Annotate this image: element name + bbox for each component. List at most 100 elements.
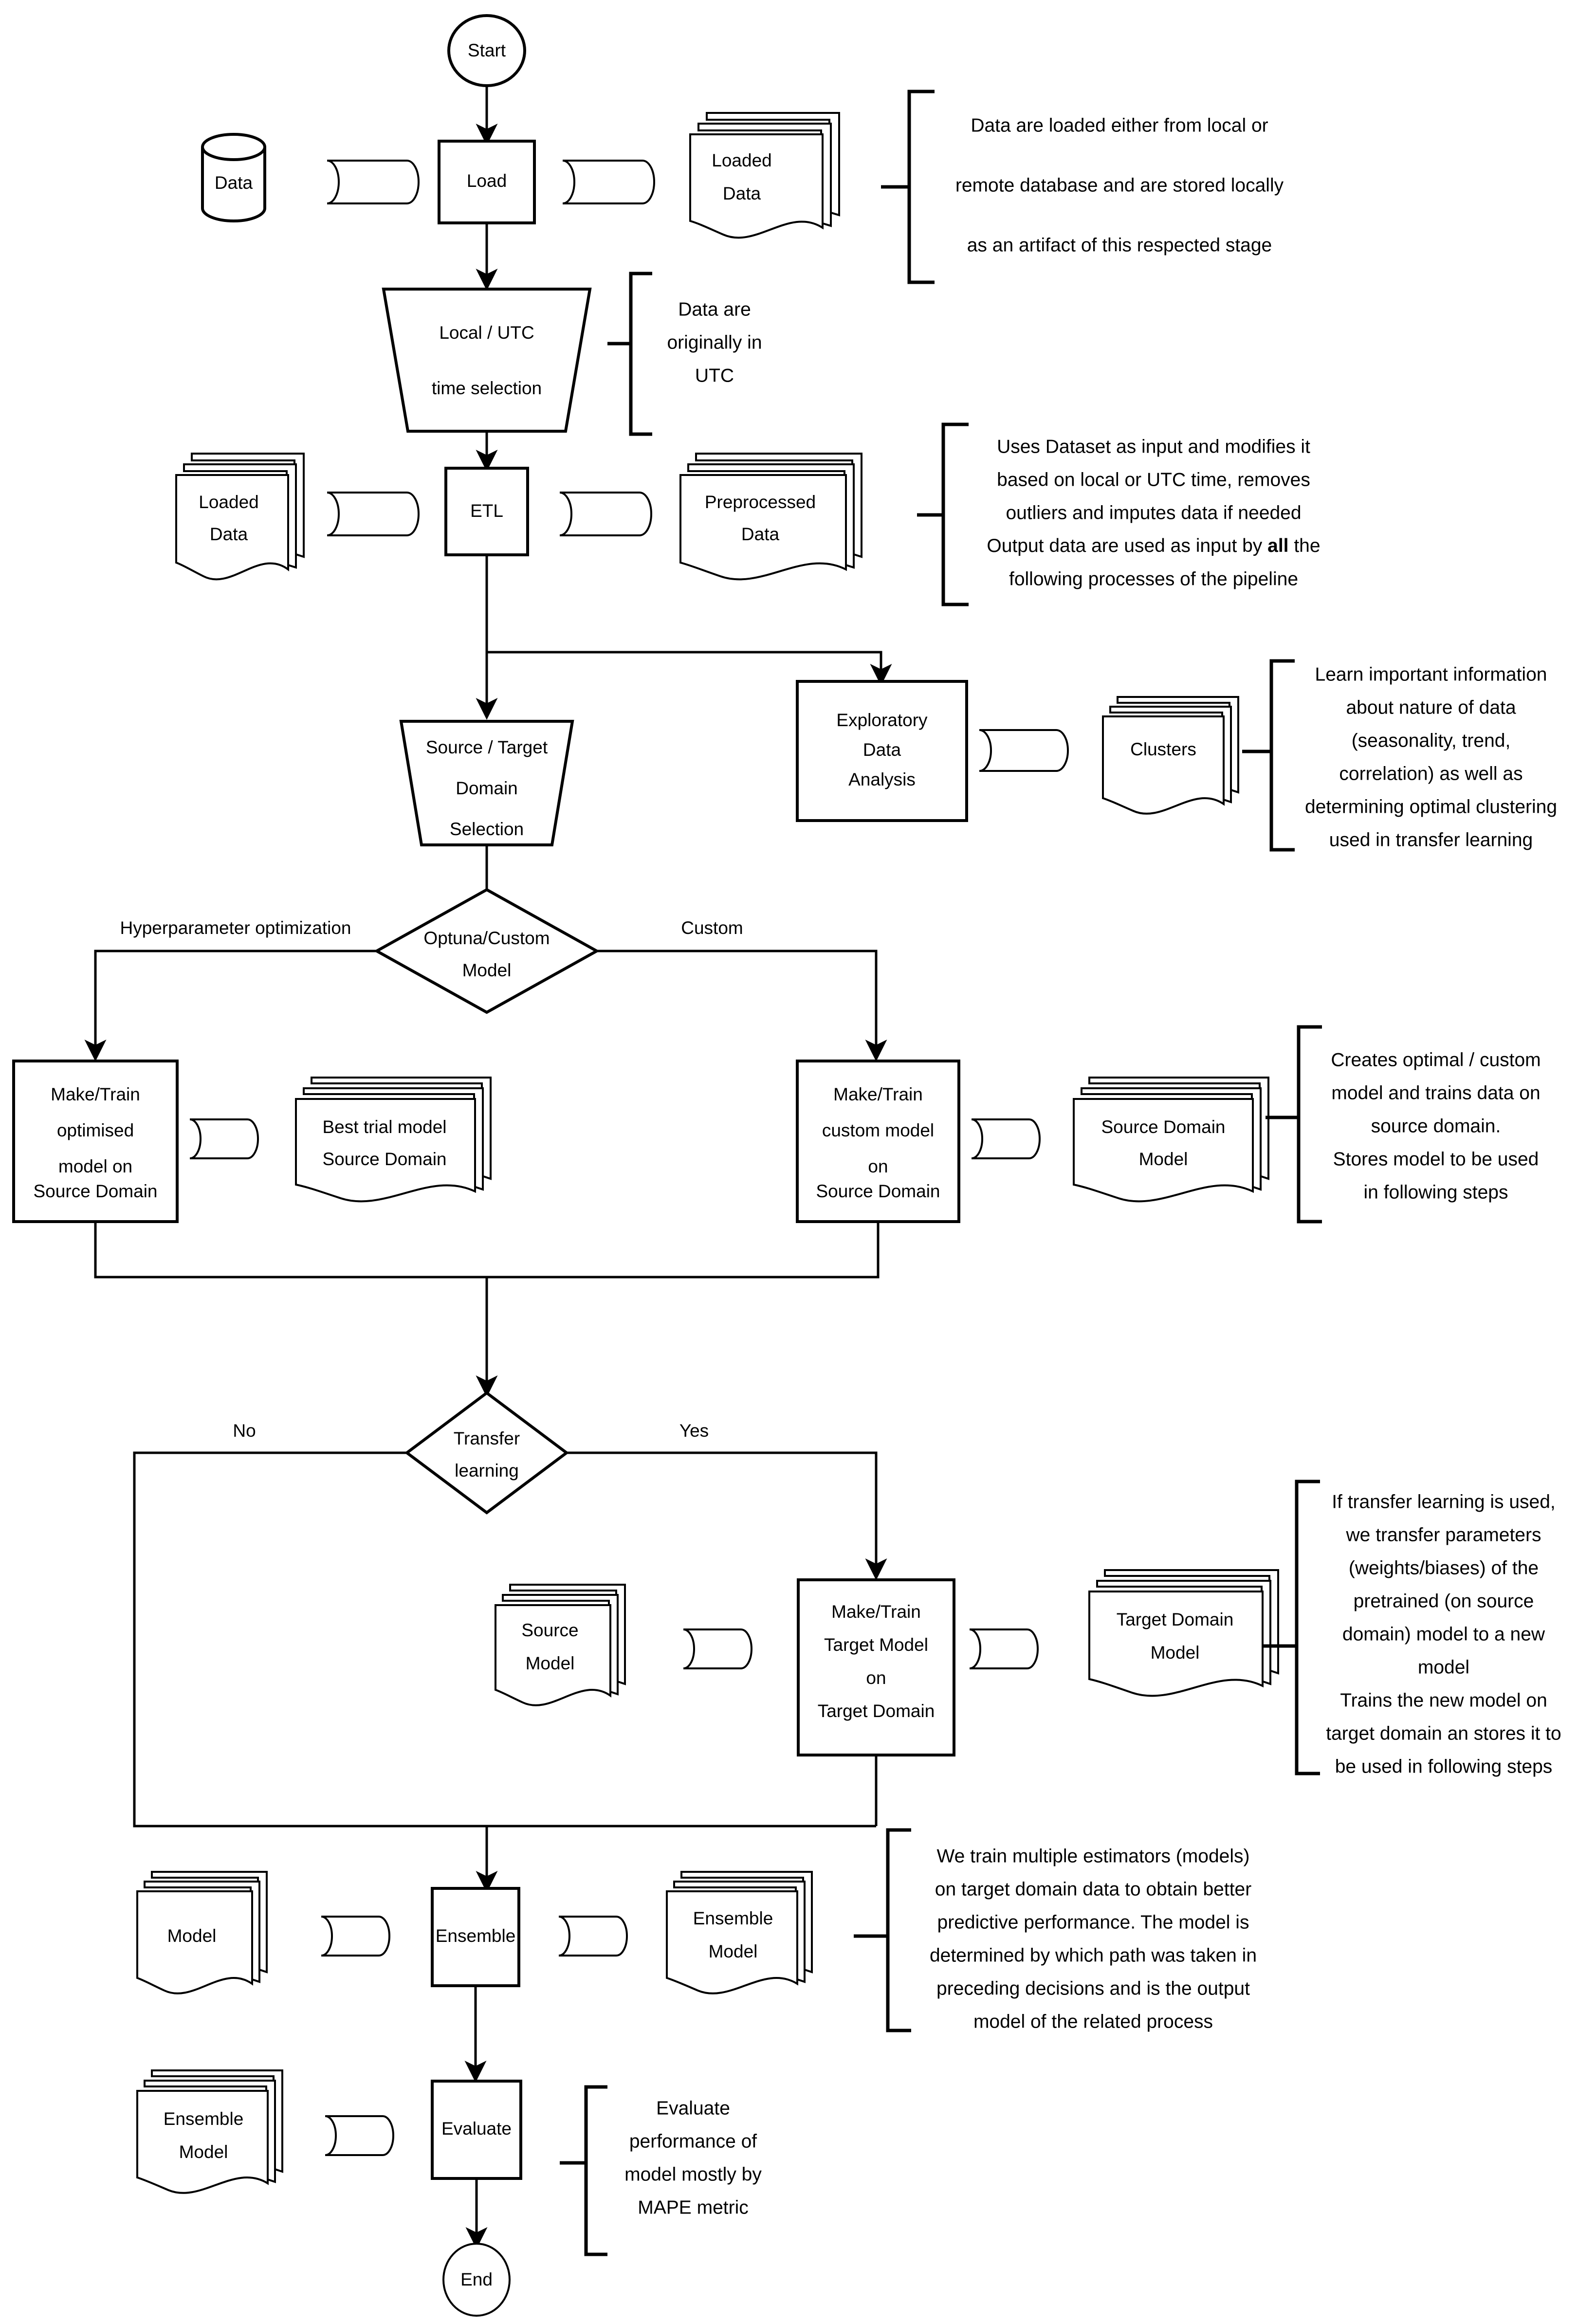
node-decision-model-label-1: Optuna/Custom [423, 928, 550, 948]
node-end[interactable] [442, 2243, 511, 2317]
node-domain-selection-label-3: Selection [450, 819, 524, 839]
node-domain-selection[interactable] [399, 720, 574, 846]
node-train-custom-label-1: Make/Train [833, 1084, 923, 1104]
node-ensemble-model-in[interactable] [136, 2069, 283, 2194]
node-eda-label-1: Exploratory [836, 710, 928, 730]
annotation-time-line-2: originally in [667, 332, 762, 353]
node-preprocessed-data-label-2: Data [741, 524, 780, 544]
edge-transfer-no [133, 1451, 876, 1828]
annotation-etl-line-5: following processes of the pipeline [1009, 568, 1298, 589]
node-decision-transfer[interactable] [404, 1391, 569, 1515]
node-train-target-label-3: on [866, 1668, 886, 1688]
node-loaded-data-1[interactable] [689, 112, 840, 239]
node-train-optimised-label-1: Make/Train [51, 1084, 140, 1104]
annotation-transfer-line-6: model [1418, 1657, 1469, 1678]
node-best-trial-model-label-2: Source Domain [322, 1149, 446, 1169]
annotation-time-line-1: Data are [678, 299, 751, 320]
node-decision-model[interactable] [373, 888, 600, 1014]
node-model-in-label: Model [167, 1926, 217, 1946]
node-best-trial-model-label-1: Best trial model [323, 1117, 447, 1137]
node-train-custom[interactable] [796, 1060, 960, 1223]
node-time-selection-label-2: time selection [432, 378, 542, 398]
node-time-selection[interactable] [382, 288, 592, 433]
annotation-train-line-4: Stores model to be used [1333, 1149, 1539, 1170]
node-clusters[interactable] [1102, 696, 1239, 815]
connector-tube-model-ensemble [321, 1916, 390, 1957]
edge-train-merge [94, 1222, 880, 1279]
node-loaded-data-2-label-1: Loaded [199, 492, 258, 512]
annotation-evaluate-line-1: Evaluate [656, 2098, 730, 2119]
node-data-store-label: Data [215, 173, 253, 193]
node-train-custom-label-4: Source Domain [816, 1181, 940, 1201]
node-train-target-label-2: Target Model [824, 1635, 928, 1655]
node-clusters-label: Clusters [1130, 739, 1196, 759]
annotation-etl-line-3: outliers and imputes data if needed [1006, 502, 1301, 523]
node-evaluate-label: Evaluate [441, 2119, 512, 2139]
node-eda[interactable] [796, 680, 968, 822]
annotation-etl-line-2: based on local or UTC time, removes [997, 469, 1310, 490]
node-source-model-label-1: Source [521, 1620, 578, 1640]
node-source-domain-model-label-1: Source Domain [1101, 1117, 1225, 1137]
node-ensemble-model-out-label-2: Model [709, 1941, 758, 1961]
node-loaded-data-2-label-2: Data [210, 524, 248, 544]
node-train-optimised[interactable] [12, 1060, 179, 1223]
annotation-transfer-line-1: If transfer learning is used, [1332, 1491, 1556, 1512]
node-train-target-label-4: Target Domain [818, 1701, 935, 1721]
node-ensemble-label: Ensemble [436, 1926, 516, 1946]
edge-transfer-yes [567, 1451, 887, 1581]
annotation-etl-line-1: Uses Dataset as input and modifies it [997, 436, 1310, 457]
node-target-domain-model-label-2: Model [1151, 1643, 1200, 1663]
node-model-in[interactable] [136, 1871, 268, 1994]
edge-decision-hyperparameter [84, 950, 377, 1062]
annotation-eda-line-3: (seasonality, trend, [1352, 730, 1511, 751]
node-evaluate[interactable] [431, 2080, 522, 2180]
annotation-train-line-5: in following steps [1364, 1182, 1508, 1203]
annotation-train-line-1: Creates optimal / custom [1331, 1049, 1541, 1070]
node-load-label: Load [467, 171, 507, 191]
edge-etl-to-eda [485, 555, 892, 686]
connector-tube-etl-preprocessed [559, 492, 652, 536]
annotation-ensemble-line-2: on target domain data to obtain better [935, 1879, 1251, 1900]
node-preprocessed-data[interactable] [679, 453, 862, 581]
node-etl-label: ETL [470, 501, 503, 521]
annotation-train-line-3: source domain. [1371, 1116, 1501, 1136]
node-source-domain-model[interactable] [1073, 1077, 1269, 1203]
annotation-ensemble-line-4: determined by which path was taken in [930, 1945, 1257, 1966]
annotation-load-line-1: Data are loaded either from local or [971, 115, 1268, 136]
node-decision-transfer-label-2: learning [455, 1461, 519, 1481]
connector-tube-sourcemodel-traintarget [683, 1628, 752, 1669]
annotation-transfer-line-7: Trains the new model on [1340, 1690, 1547, 1711]
annotation-eda-line-1: Learn important information [1315, 664, 1547, 685]
node-best-trial-model[interactable] [295, 1077, 492, 1203]
annotation-bracket-load [881, 90, 935, 284]
connector-tube-load-loadeddata [562, 160, 655, 204]
annotation-eda-line-4: correlation) as well as [1339, 763, 1523, 784]
node-train-target[interactable] [797, 1578, 955, 1756]
node-train-custom-label-3: on [868, 1156, 888, 1176]
node-loaded-data-1-label-1: Loaded [712, 150, 771, 170]
node-train-target-label-1: Make/Train [831, 1602, 921, 1622]
node-target-domain-model[interactable] [1088, 1569, 1279, 1697]
node-time-selection-label-1: Local / UTC [439, 323, 534, 343]
node-eda-label-2: Data [863, 740, 901, 760]
node-source-model[interactable] [495, 1584, 626, 1706]
node-ensemble-model-in-label-2: Model [179, 2142, 228, 2162]
node-data-store[interactable] [201, 133, 266, 222]
node-preprocessed-data-label-1: Preprocessed [705, 492, 816, 512]
node-ensemble[interactable] [431, 1887, 520, 1987]
node-loaded-data-2[interactable] [175, 453, 305, 581]
node-train-custom-label-2: custom model [822, 1120, 934, 1140]
annotation-etl-line-4: Output data are used as input by all the [987, 535, 1320, 556]
connector-tube-traincustom-sourcemodel [971, 1118, 1041, 1159]
annotation-time-line-3: UTC [695, 365, 734, 386]
node-ensemble-model-out[interactable] [666, 1871, 813, 1994]
annotation-bracket-transfer [1264, 1480, 1320, 1775]
node-train-optimised-label-4: Source Domain [33, 1181, 157, 1201]
annotation-train-line-2: model and trains data on [1331, 1082, 1540, 1103]
node-domain-selection-label-1: Source / Target [426, 737, 548, 757]
annotation-bracket-evaluate [560, 2085, 607, 2256]
annotation-evaluate-line-2: performance of [629, 2131, 757, 2152]
node-decision-transfer-label-1: Transfer [454, 1428, 520, 1448]
node-start-label: Start [468, 40, 506, 60]
node-source-model-label-2: Model [526, 1653, 575, 1673]
